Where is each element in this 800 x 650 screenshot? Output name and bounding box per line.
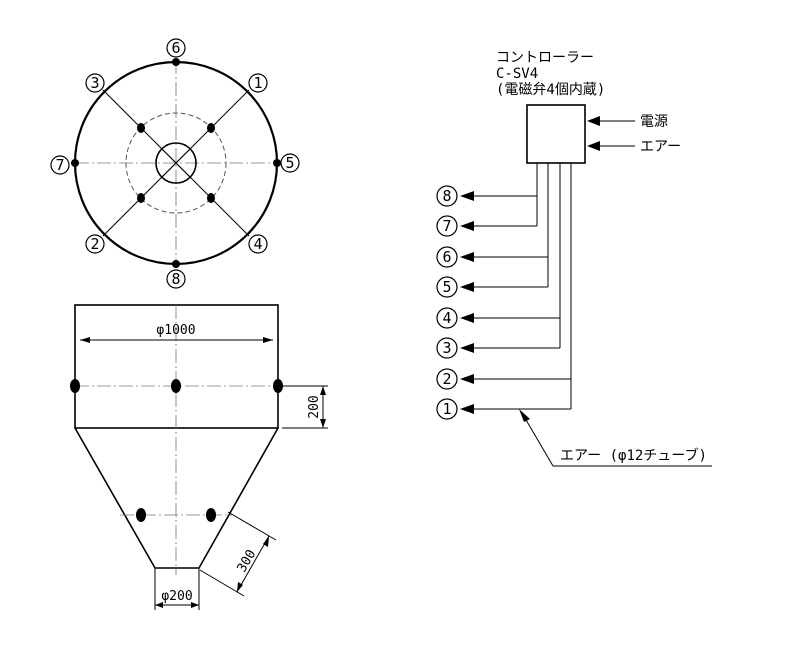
output-4: 4 xyxy=(436,307,560,329)
air-input-arrow xyxy=(587,141,600,151)
bubble-3-label: 3 xyxy=(90,74,99,92)
output-2-label: 2 xyxy=(442,370,451,388)
side-view: φ1000 200 300 φ200 xyxy=(70,304,328,610)
bubble-6-label: 6 xyxy=(171,39,180,57)
cylinder-body xyxy=(74,304,279,429)
cone-nozzle-left xyxy=(136,508,146,522)
bubble-2: 2 xyxy=(85,234,105,254)
output-2: 2 xyxy=(436,368,571,390)
output-1-label: 1 xyxy=(442,400,451,418)
dim-200-arrow-top xyxy=(320,386,326,395)
supply-note: エアー (φ12チューブ) xyxy=(560,447,707,464)
dim-200-arrow-bottom xyxy=(320,419,326,428)
bubble-3: 3 xyxy=(85,73,105,93)
controller-label-line2: C-SV4 xyxy=(496,66,538,82)
output-1: 1 xyxy=(436,398,571,420)
nozzle-dot-6 xyxy=(172,58,180,66)
bubble-1-label: 1 xyxy=(253,74,262,92)
cone-body xyxy=(74,427,279,569)
nozzle-dot-2 xyxy=(137,193,145,203)
bubble-1: 1 xyxy=(248,73,268,93)
dim-line-300 xyxy=(236,535,270,593)
ext-line-300-top xyxy=(227,511,277,541)
bubble-5-label: 5 xyxy=(285,154,294,172)
output-3-label: 3 xyxy=(442,339,451,357)
side-nozzle-center xyxy=(171,379,181,393)
output-3: 3 xyxy=(436,337,560,359)
bubble-7: 7 xyxy=(50,155,70,175)
bubble-5: 5 xyxy=(280,153,300,173)
air-input-label: エアー xyxy=(640,139,681,155)
controller-label-line1: コントローラー xyxy=(496,50,594,66)
nozzle-dot-7 xyxy=(71,159,79,167)
output-7: 7 xyxy=(436,215,537,237)
supply-leader-line xyxy=(521,412,554,467)
outlet-circle xyxy=(155,142,197,184)
output-6: 6 xyxy=(436,246,548,268)
output-5-label: 5 xyxy=(442,278,451,296)
power-label: 電源 xyxy=(640,114,668,130)
bubble-7-label: 7 xyxy=(55,156,64,174)
power-arrow xyxy=(587,116,600,126)
output-8-label: 8 xyxy=(442,187,451,205)
bubble-4: 4 xyxy=(248,234,268,254)
output-4-label: 4 xyxy=(442,309,451,327)
dim-300-arrow-bottom xyxy=(237,582,243,592)
output-5: 5 xyxy=(436,276,548,298)
output-7-label: 7 xyxy=(442,217,451,235)
dim-top-diameter: φ1000 xyxy=(156,323,195,338)
nozzle-dot-8 xyxy=(172,260,180,268)
controller-box xyxy=(526,104,586,164)
dim-bottom-arrow-left xyxy=(155,602,163,608)
controller-schematic: コントローラー C-SV4 (電磁弁4個内蔵) 電源 エアー 8 7 xyxy=(436,50,712,467)
top-view: 6 3 1 7 5 2 4 8 xyxy=(50,38,300,289)
dim-arrow-right xyxy=(263,337,273,343)
dim-slant: 300 xyxy=(235,547,260,575)
nozzle-dot-3 xyxy=(137,123,145,133)
output-6-label: 6 xyxy=(442,248,451,266)
outlet-cross-b xyxy=(161,148,191,178)
supply-leader-arrow xyxy=(519,409,530,422)
dim-height: 200 xyxy=(307,395,322,418)
nozzle-dot-4 xyxy=(207,193,215,203)
side-nozzle-left xyxy=(70,379,80,393)
output-8: 8 xyxy=(436,185,537,207)
bubble-2-label: 2 xyxy=(90,235,99,253)
nozzle-dot-5 xyxy=(273,159,281,167)
bubble-6: 6 xyxy=(166,38,186,58)
side-nozzle-right xyxy=(273,379,283,393)
dim-arrow-left xyxy=(80,337,90,343)
bubble-4-label: 4 xyxy=(253,235,262,253)
dim-300-arrow-top xyxy=(263,536,269,547)
bubble-8: 8 xyxy=(166,269,186,289)
inner-hidden-circle xyxy=(125,112,227,214)
dim-bottom-diameter: φ200 xyxy=(161,589,192,604)
controller-label-line3: (電磁弁4個内蔵) xyxy=(496,82,605,98)
cone-nozzle-right xyxy=(206,508,216,522)
bubble-8-label: 8 xyxy=(171,270,180,288)
dim-bottom-arrow-right xyxy=(191,602,199,608)
nozzle-dot-1 xyxy=(207,123,215,133)
